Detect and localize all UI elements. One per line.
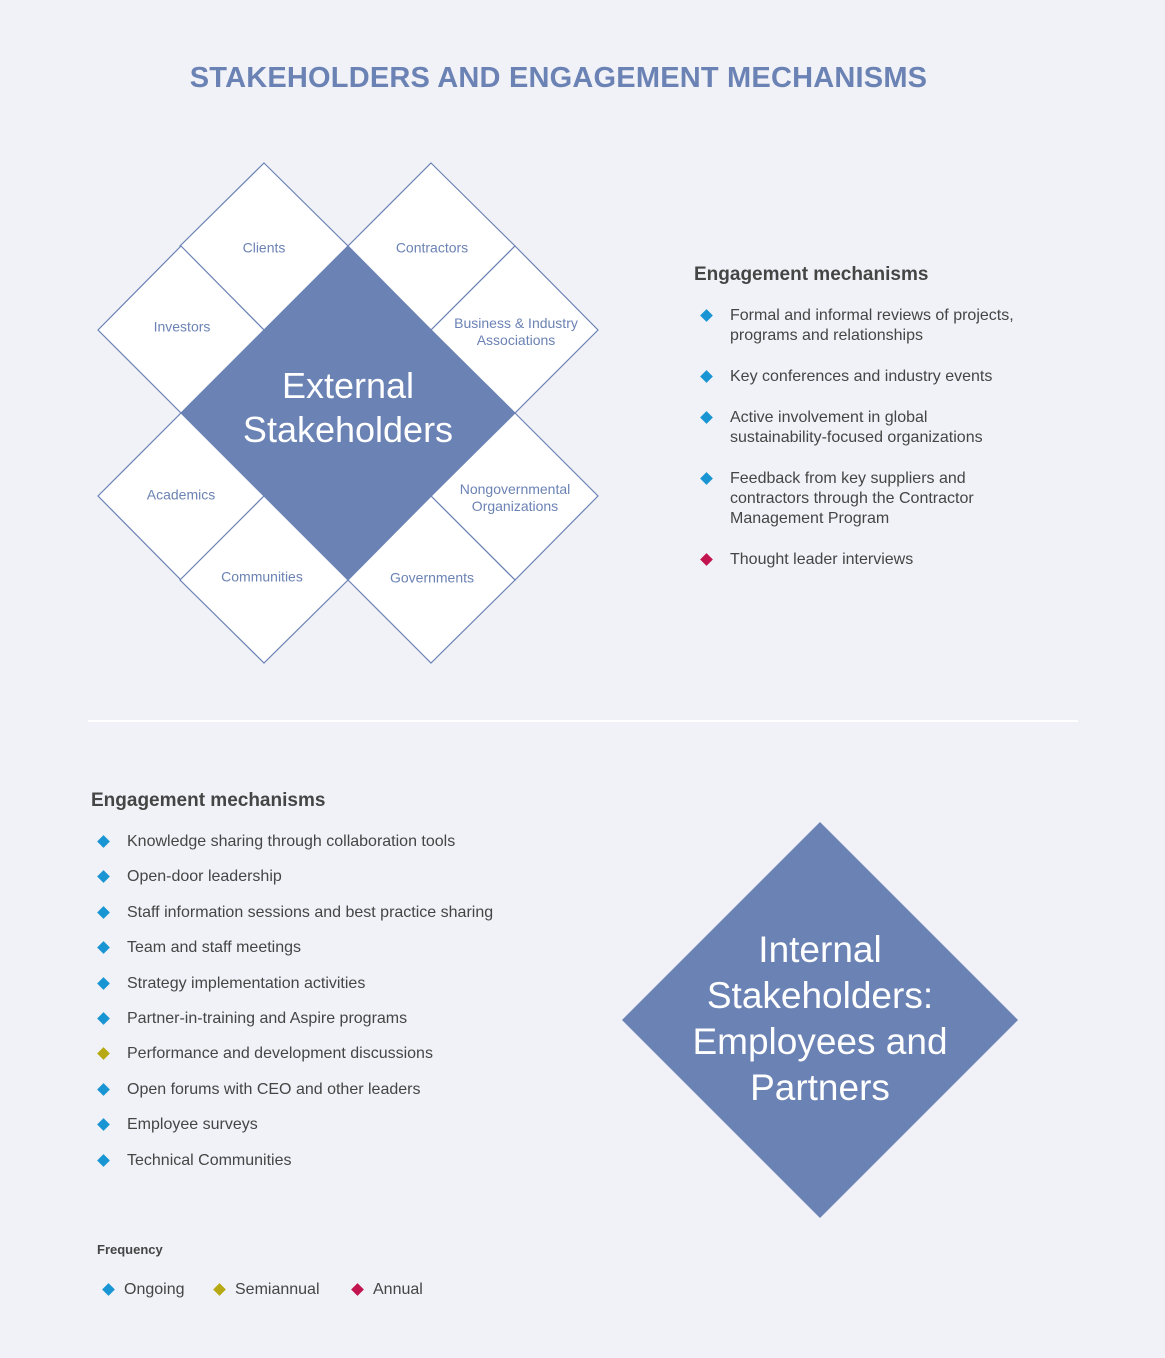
group-label-business: Business & Industry Associations <box>454 315 578 348</box>
legend-semiannual: Semiannual <box>211 1280 320 1300</box>
external-center-label: External Stakeholders <box>242 365 454 450</box>
legend-annual: Annual <box>349 1280 423 1300</box>
annual-diamond-icon <box>700 553 713 566</box>
ongoing-diamond-icon <box>97 1118 110 1131</box>
ongoing-diamond-icon <box>97 941 110 955</box>
group-label-contractors: Contractors <box>395 239 469 256</box>
ongoing-diamond-icon <box>700 411 713 424</box>
list-item: Strategy implementation activities <box>91 974 591 994</box>
list-item: Formal and informal reviews of projects,… <box>694 306 1124 346</box>
external-mechanisms-heading: Engagement mechanisms <box>694 264 929 285</box>
group-label-academics: Academics <box>146 486 216 503</box>
ongoing-diamond-icon <box>102 1283 115 1296</box>
ongoing-diamond-icon <box>97 835 110 848</box>
group-label-ngo: Nongovernmental Organizations <box>459 481 571 514</box>
external-mechanisms-list: Formal and informal reviews of projects,… <box>694 306 1124 570</box>
ongoing-diamond-icon <box>97 976 110 990</box>
ongoing-diamond-icon <box>700 309 713 322</box>
list-item: Key conferences and industry events <box>694 367 1124 387</box>
list-item: Feedback from key suppliers and contract… <box>694 469 1124 529</box>
internal-mechanisms-heading: Engagement mechanisms <box>91 790 326 811</box>
list-item: Open-door leadership <box>91 867 591 887</box>
group-label-governments: Governments <box>389 569 475 586</box>
list-item: Staff information sessions and best prac… <box>91 903 591 923</box>
annual-diamond-icon <box>351 1283 364 1296</box>
list-item: Knowledge sharing through collaboration … <box>91 832 591 852</box>
diamond-external-center <box>181 246 515 580</box>
page-title: STAKEHOLDERS AND ENGAGEMENT MECHANISMS <box>189 62 928 94</box>
group-label-clients: Clients <box>242 239 286 256</box>
list-item: Thought leader interviews <box>694 550 1124 570</box>
diamond-internal-center <box>622 822 1018 1218</box>
ongoing-diamond-icon <box>700 370 713 383</box>
internal-mechanisms-list: Knowledge sharing through collaboration … <box>91 832 591 1171</box>
group-label-communities: Communities <box>221 568 303 585</box>
list-item: Team and staff meetings <box>91 938 591 958</box>
group-label-investors: Investors <box>153 318 211 335</box>
ongoing-diamond-icon <box>97 1153 110 1167</box>
ongoing-diamond-icon <box>97 870 110 884</box>
semiannual-diamond-icon <box>97 1047 110 1061</box>
section-divider <box>88 720 1078 722</box>
list-item: Technical Communities <box>91 1151 591 1171</box>
internal-center-label: Internal Stakeholders: Employees and Par… <box>692 929 948 1108</box>
ongoing-diamond-icon <box>97 905 110 919</box>
ongoing-diamond-icon <box>700 472 713 485</box>
list-item: Partner-in-training and Aspire programs <box>91 1009 591 1029</box>
legend-title: Frequency <box>97 1242 163 1257</box>
list-item: Employee surveys <box>91 1115 591 1135</box>
list-item: Active involvement in global sustainabil… <box>694 408 1124 448</box>
list-item: Performance and development discussions <box>91 1044 591 1064</box>
legend-ongoing: Ongoing <box>100 1280 185 1300</box>
semiannual-diamond-icon <box>213 1283 226 1296</box>
ongoing-diamond-icon <box>97 1012 110 1025</box>
list-item: Open forums with CEO and other leaders <box>91 1080 591 1100</box>
ongoing-diamond-icon <box>97 1082 110 1096</box>
